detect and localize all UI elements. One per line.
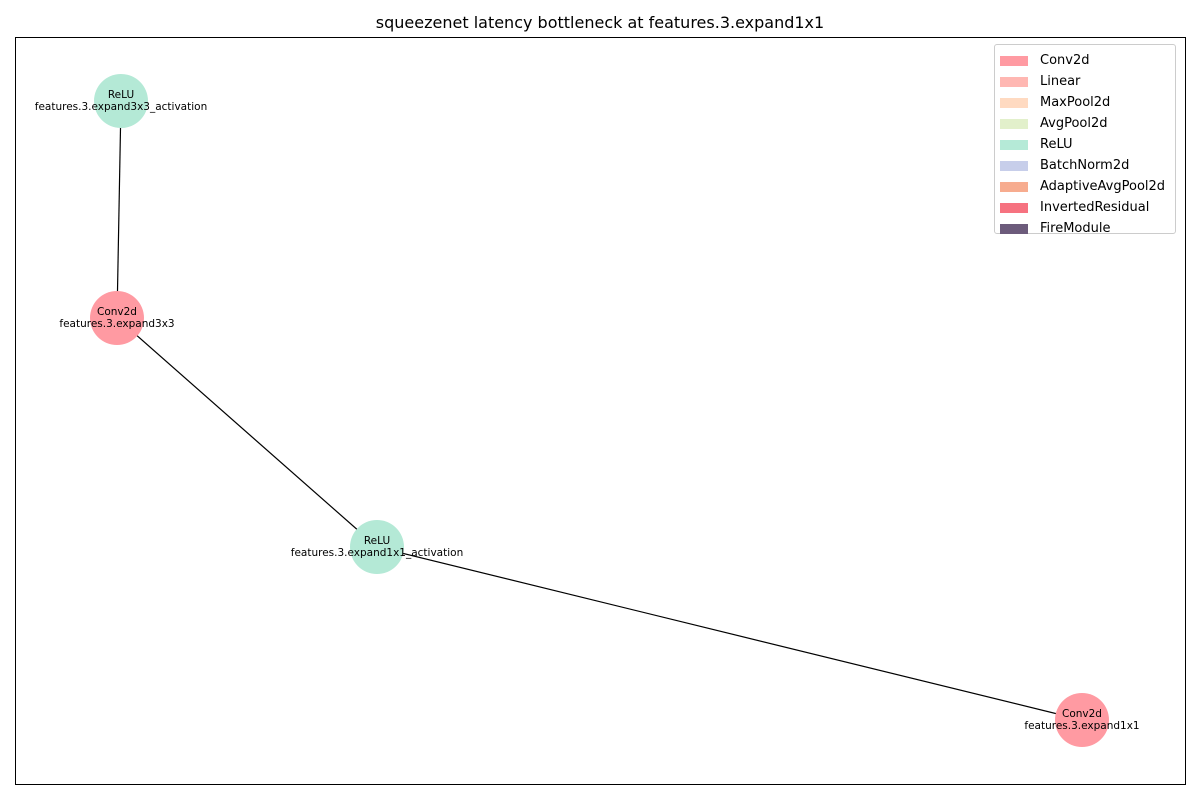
legend-swatch	[1000, 181, 1028, 192]
nodes-layer: ReLUfeatures.3.expand3x3_activationConv2…	[35, 74, 1140, 747]
edge-n_relu3x3-n_conv3x3	[116, 100, 122, 319]
node-type-label: ReLU	[108, 89, 134, 101]
node-name-label: features.3.expand3x3	[59, 318, 174, 330]
legend-swatch	[1000, 223, 1028, 234]
node-type-label: Conv2d	[97, 306, 137, 318]
legend-label: AdaptiveAvgPool2d	[1040, 179, 1166, 194]
legend-item: FireModule	[1000, 218, 1169, 239]
node-type-label: Conv2d	[1062, 708, 1102, 720]
legend-item: Conv2d	[1000, 50, 1169, 71]
legend-label: InvertedResidual	[1040, 200, 1150, 215]
edge-n_relu1x1-n_conv1x1	[376, 546, 1083, 721]
legend-label: AvgPool2d	[1040, 116, 1108, 131]
legend-swatch	[1000, 118, 1028, 129]
node-circle	[1055, 693, 1109, 747]
legend-swatch	[1000, 202, 1028, 213]
legend-item: Linear	[1000, 71, 1169, 92]
legend-item: ReLU	[1000, 134, 1169, 155]
plot-frame	[15, 37, 1186, 785]
node-name-label: features.3.expand1x1_activation	[291, 547, 463, 559]
node-circle	[94, 74, 148, 128]
legend-item: MaxPool2d	[1000, 92, 1169, 113]
legend-item: BatchNorm2d	[1000, 155, 1169, 176]
legend-item: InvertedResidual	[1000, 197, 1169, 218]
node-name-label: features.3.expand3x3_activation	[35, 101, 207, 113]
diagram-title: squeezenet latency bottleneck at feature…	[375, 13, 825, 32]
legend-label: MaxPool2d	[1040, 95, 1111, 110]
legend-swatch	[1000, 76, 1028, 87]
edges-layer	[116, 100, 1083, 721]
legend-label: BatchNorm2d	[1040, 158, 1130, 173]
legend-label: Conv2d	[1040, 53, 1090, 68]
legend-item: AvgPool2d	[1000, 113, 1169, 134]
legend-label: Linear	[1040, 74, 1081, 89]
node-circle	[350, 520, 404, 574]
node-name-label: features.3.expand1x1	[1024, 720, 1139, 732]
node-circle	[90, 291, 144, 345]
legend-label: ReLU	[1040, 137, 1073, 152]
legend-swatch	[1000, 97, 1028, 108]
legend-swatch	[1000, 55, 1028, 66]
legend-label: FireModule	[1040, 221, 1111, 236]
legend-swatch	[1000, 160, 1028, 171]
node-type-label: ReLU	[364, 535, 390, 547]
legend-swatch	[1000, 139, 1028, 150]
legend-item: AdaptiveAvgPool2d	[1000, 176, 1169, 197]
edge-n_conv3x3-n_relu1x1	[116, 317, 378, 548]
